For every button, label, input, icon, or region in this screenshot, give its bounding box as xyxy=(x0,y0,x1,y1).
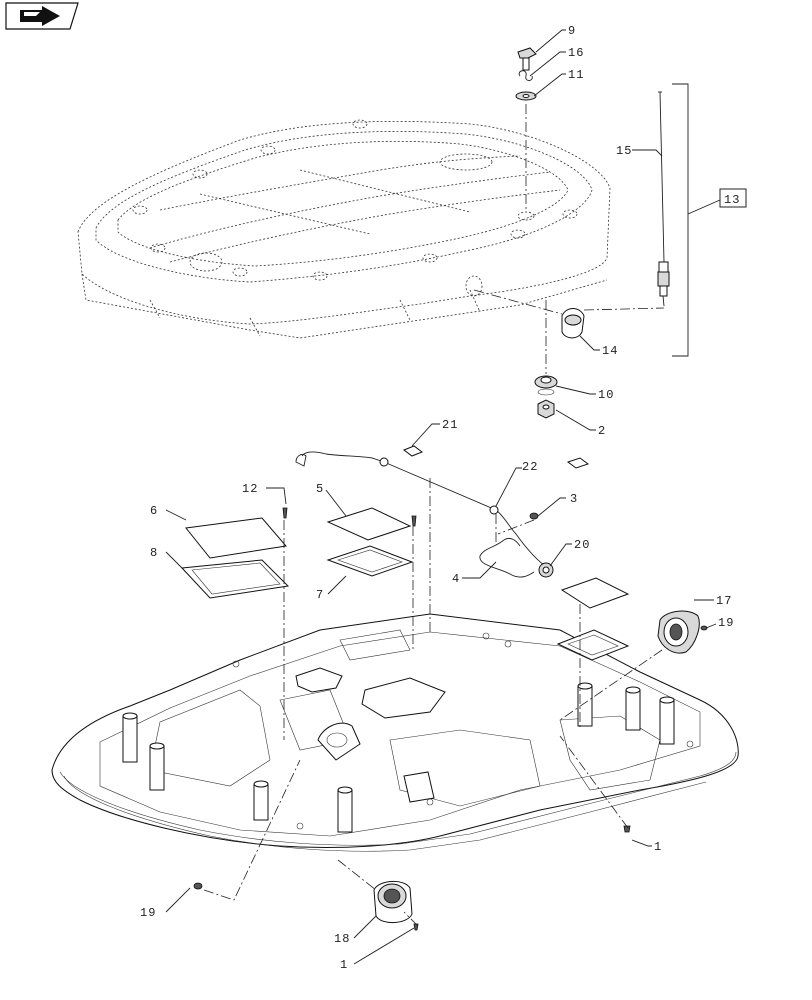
speaker-part-17 xyxy=(657,610,700,654)
gasket-frame-part-7 xyxy=(326,545,414,577)
callout-2: 2 xyxy=(598,424,606,438)
callout-15: 15 xyxy=(616,144,632,158)
tape-part-22 xyxy=(566,457,590,469)
connector-part-20 xyxy=(538,562,554,578)
gasket-part-10 xyxy=(534,375,558,396)
callout-13: 13 xyxy=(724,193,740,207)
antenna-base-part-14 xyxy=(561,308,585,339)
callout-7: 7 xyxy=(316,588,324,602)
callout-17: 17 xyxy=(716,594,732,608)
callout-6: 6 xyxy=(150,504,158,518)
callout-19-right: 19 xyxy=(718,616,734,630)
callout-8: 8 xyxy=(150,546,158,560)
antenna-cable-part xyxy=(295,451,549,569)
callout-16: 16 xyxy=(568,46,584,60)
callout-14: 14 xyxy=(602,344,618,358)
callout-leaders xyxy=(165,29,717,965)
callout-labels: 9 16 11 15 13 14 10 2 21 22 12 5 6 3 20 … xyxy=(140,24,740,972)
washer-part-11 xyxy=(515,91,537,101)
callout-21: 21 xyxy=(442,418,458,432)
tape-part-21 xyxy=(402,445,424,457)
callout-9: 9 xyxy=(568,24,576,38)
screw-part-12 xyxy=(282,507,417,527)
panel-part-6 xyxy=(185,517,287,559)
assembly-lines xyxy=(203,104,665,927)
bolt-part-9 xyxy=(517,47,537,71)
roof-liner-housing xyxy=(51,613,739,852)
clip-part-16 xyxy=(518,70,533,81)
harness-part-4 xyxy=(479,537,535,578)
callout-22: 22 xyxy=(522,460,538,474)
callout-19-bottom: 19 xyxy=(140,906,156,920)
panel-part-5 xyxy=(326,507,412,541)
mounting-post xyxy=(122,682,675,833)
gasket-frame-part-8 xyxy=(180,559,290,599)
speaker-part-18 xyxy=(373,881,413,923)
screw-part-19-bottom xyxy=(193,882,203,890)
panel-part-right xyxy=(560,577,630,609)
nut-part-2 xyxy=(537,399,555,419)
gasket-frame-part-right xyxy=(556,629,630,661)
callout-4: 4 xyxy=(452,572,460,586)
callout-5: 5 xyxy=(316,482,324,496)
callout-20: 20 xyxy=(574,538,590,552)
screw-part-3 xyxy=(529,512,539,520)
callout-1-right: 1 xyxy=(654,840,662,854)
antenna-mast-part-15 xyxy=(657,91,670,307)
forward-arrow-icon[interactable] xyxy=(5,2,79,30)
callout-18: 18 xyxy=(334,932,350,946)
screw-part-1 xyxy=(413,825,631,931)
roof-top-cover xyxy=(77,119,611,339)
callout-12: 12 xyxy=(242,482,258,496)
group-bracket-13 xyxy=(672,83,747,357)
callout-3: 3 xyxy=(570,492,578,506)
callout-1-bottom: 1 xyxy=(340,958,348,972)
callout-10: 10 xyxy=(598,388,614,402)
callout-11: 11 xyxy=(568,68,584,82)
